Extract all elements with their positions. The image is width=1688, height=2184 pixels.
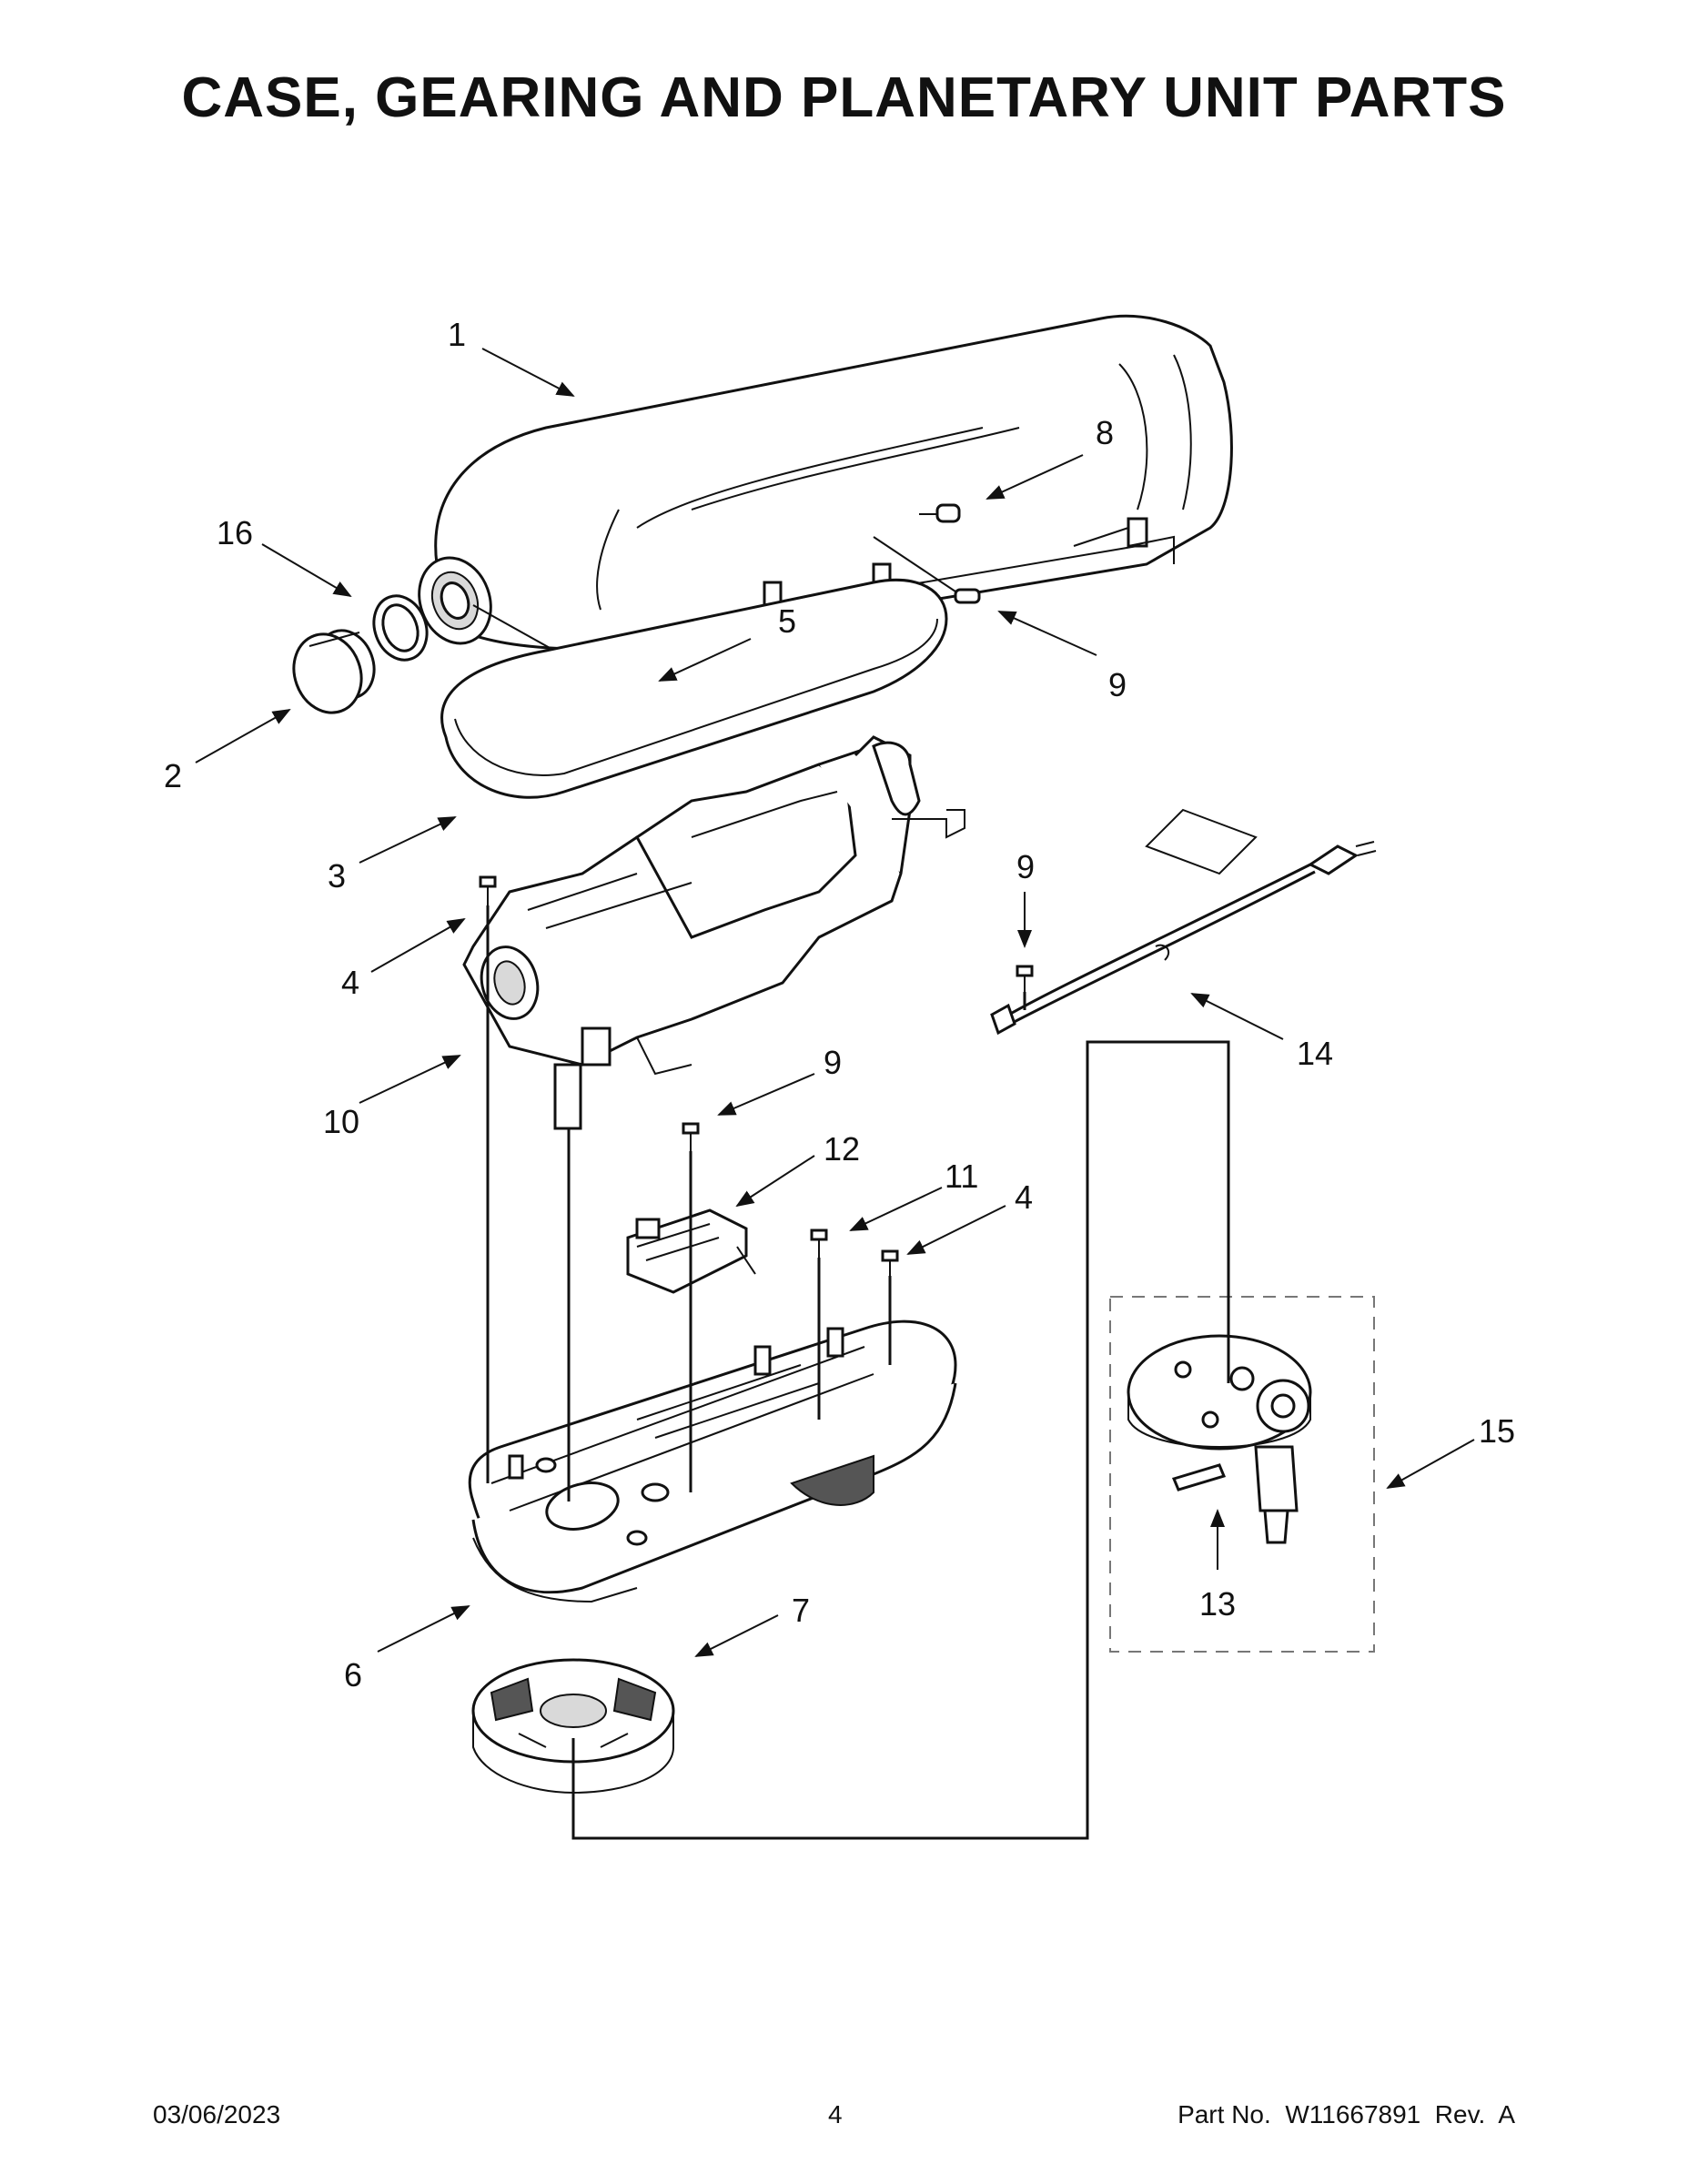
callout-9-cord: 9 <box>1016 848 1035 885</box>
callout-2: 2 <box>164 757 182 794</box>
trim-ring <box>372 594 429 662</box>
motor-gear-housing-assembly <box>462 735 965 1130</box>
cord-screw <box>1016 965 1034 992</box>
callout-4-left: 4 <box>341 964 359 1001</box>
speed-control-board <box>626 1208 756 1294</box>
callout-1: 1 <box>448 316 466 353</box>
callout-4-right: 4 <box>1015 1178 1033 1216</box>
rear-screws <box>873 503 981 604</box>
base-foot-pad <box>471 1658 675 1795</box>
callout-3: 3 <box>328 857 346 895</box>
callout-5: 5 <box>778 602 796 640</box>
callout-12: 12 <box>824 1130 860 1168</box>
callout-13: 13 <box>1199 1585 1236 1623</box>
footer-date: 03/06/2023 <box>153 2100 281 2128</box>
pedestal-base <box>468 1320 957 1603</box>
callout-15: 15 <box>1479 1412 1515 1450</box>
callout-16: 16 <box>217 514 253 551</box>
power-cord <box>990 808 1377 1036</box>
attachment-hub-knob <box>292 629 376 714</box>
callout-9-board: 9 <box>824 1044 842 1081</box>
footer-page-number: 4 <box>828 2100 843 2128</box>
footer-part-number: Part No. W11667891 Rev. A <box>1178 2100 1515 2128</box>
callout-7: 7 <box>792 1592 810 1629</box>
callout-8: 8 <box>1096 414 1114 451</box>
base-gasket <box>440 578 948 799</box>
callout-9-top: 9 <box>1108 666 1127 703</box>
assembly-guide-lines <box>486 905 1026 1502</box>
callout-6: 6 <box>344 1656 362 1694</box>
callout-11: 11 <box>945 1158 978 1195</box>
housing-front-ring <box>418 556 492 645</box>
callout-14: 14 <box>1297 1035 1333 1072</box>
assembly-connector-line <box>571 1040 1230 1840</box>
page-title: CASE, GEARING AND PLANETARY UNIT PARTS <box>181 66 1507 129</box>
callout-leaders <box>195 348 1475 1657</box>
callout-10: 10 <box>323 1103 359 1140</box>
planetary-unit-assembly <box>1109 1296 1375 1653</box>
board-screw <box>682 1122 700 1151</box>
base-screws-right <box>810 1228 899 1276</box>
housing-screw-left <box>479 875 497 905</box>
